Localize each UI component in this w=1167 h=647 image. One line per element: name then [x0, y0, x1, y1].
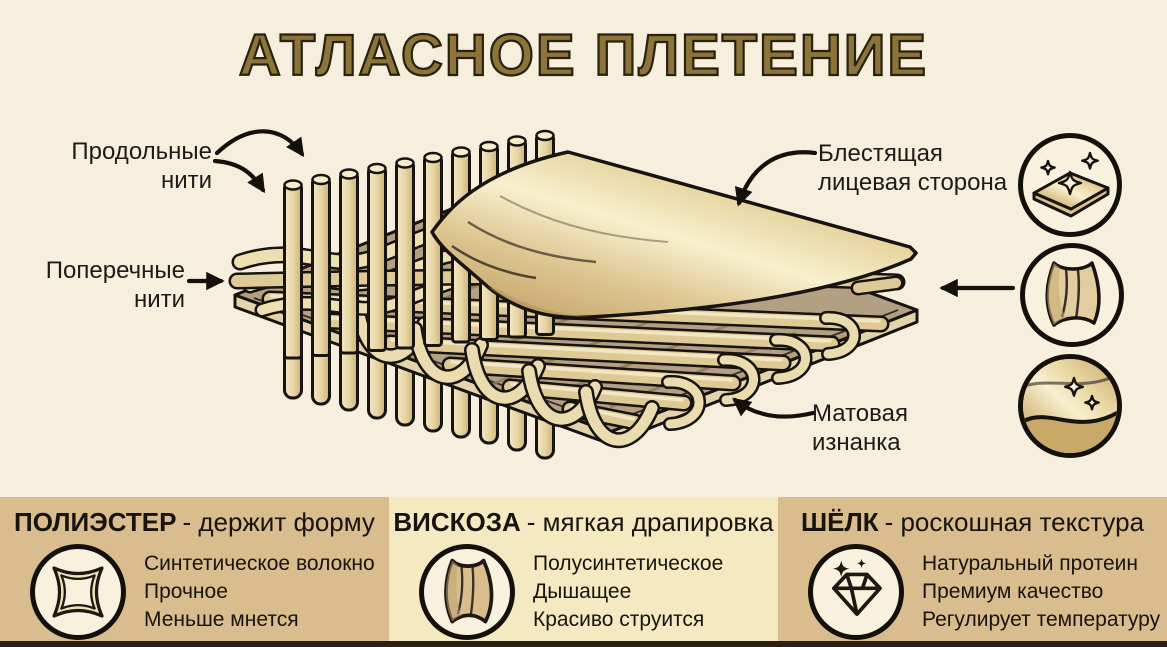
feature-line: Премиум качество	[922, 580, 1104, 603]
satin-fold-sparkle-icon	[1018, 354, 1122, 458]
feature-line: Красиво струится	[533, 608, 705, 631]
material-viscose: ВИСКОЗА- мягкая драпировка Полус	[389, 497, 778, 642]
material-heading: ШЁЛК- роскошная текстура	[800, 507, 1145, 537]
material-features: Полусинтетическое Дышащее Красиво струит…	[533, 550, 723, 634]
materials-panel: ПОЛИЭСТЕР- держит форму Синтетическое во…	[0, 497, 1167, 642]
material-polyester: ПОЛИЭСТЕР- держит форму Синтетическое во…	[0, 497, 389, 642]
material-silk: ШЁЛК- роскошная текстура	[778, 497, 1167, 642]
feature-line: Полусинтетическое	[533, 552, 724, 575]
feature-line: Натуральный протеин	[922, 552, 1138, 575]
feature-line: Синтетическое волокно	[144, 552, 375, 575]
back-arrow	[732, 397, 816, 419]
material-heading: ВИСКОЗА- мягкая драпировка	[393, 507, 774, 537]
warp-weave-loops	[350, 300, 660, 449]
material-features: Синтетическое волокно Прочное Меньше мне…	[144, 550, 375, 634]
feature-line: Меньше мнется	[144, 608, 299, 631]
weft-threads-label: Поперечные нити	[45, 257, 185, 313]
material-features: Натуральный протеин Премиум качество Рег…	[922, 550, 1160, 634]
shiny-surface-icon	[1018, 133, 1122, 237]
fabric-drape-icon	[1020, 243, 1124, 347]
drape-icon	[419, 544, 515, 640]
lower-warp-rods	[283, 308, 555, 460]
footer-strip	[0, 641, 1167, 647]
weft-threads	[261, 290, 890, 431]
feature-line: Регулирует температуру	[922, 608, 1161, 631]
matte-back-label: Матовая изнанка	[812, 400, 908, 456]
satin-float-ribbons	[228, 221, 906, 318]
feature-line: Дышащее	[533, 580, 632, 603]
cushion-weave-icon	[30, 544, 126, 640]
shiny-face-label: Блестящая лицевая сторона	[818, 140, 1008, 196]
material-heading: ПОЛИЭСТЕР- держит форму	[14, 507, 375, 537]
warp-arrow-1	[214, 129, 305, 158]
page-title: АТЛАСНОЕ ПЛЕТЕНИЕ	[238, 22, 929, 89]
upper-warp-rods	[283, 129, 555, 360]
warp-threads-label: Продольные нити	[71, 138, 212, 194]
diamond-sparkle-icon	[808, 544, 904, 640]
feature-line: Прочное	[144, 580, 228, 603]
face-arrow	[734, 150, 818, 207]
warp-arrow-2	[212, 158, 266, 194]
